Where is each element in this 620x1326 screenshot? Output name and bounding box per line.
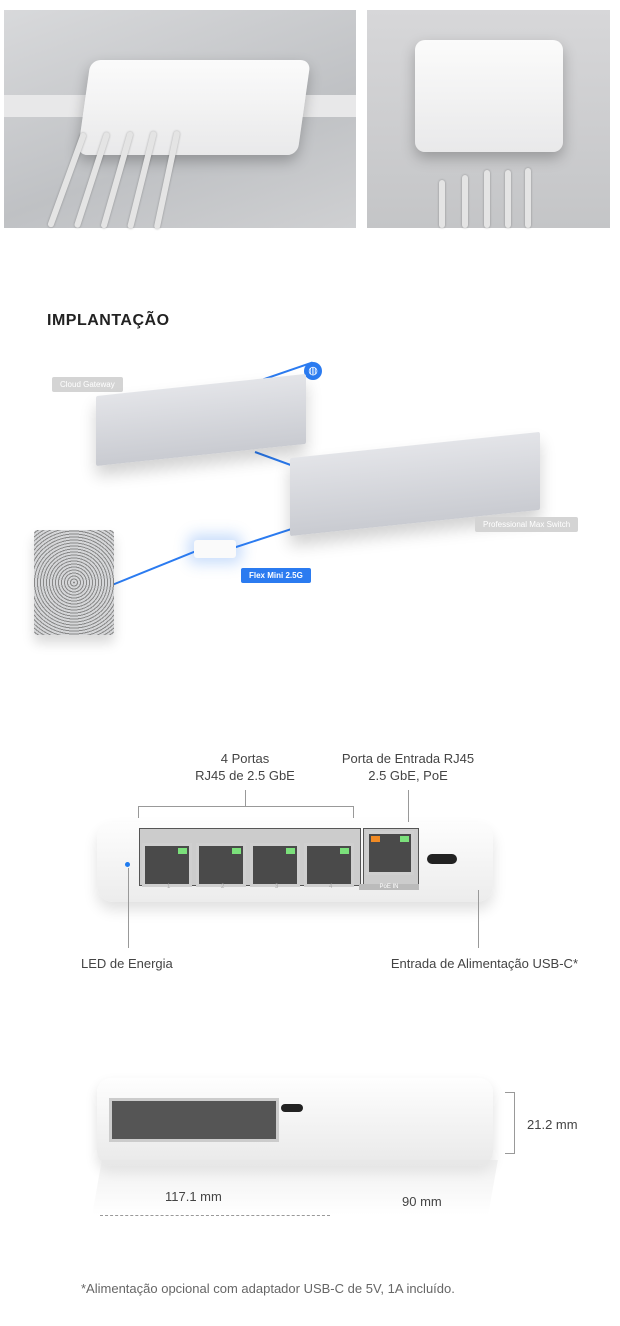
footnote: *Alimentação opcional com adaptador USB-… xyxy=(81,1281,455,1296)
poe-in-label: PoE IN xyxy=(359,884,419,890)
device-front: 1 2 3 4 PoE IN xyxy=(97,822,493,902)
cloud-gateway-device xyxy=(96,373,306,467)
uplink-label-line2: 2.5 GbE, PoE xyxy=(368,768,448,783)
led-label: LED de Energia xyxy=(81,956,173,971)
port-number: 1 xyxy=(167,884,171,890)
section-title: IMPLANTAÇÃO xyxy=(47,312,170,329)
globe-icon: ◍ xyxy=(304,362,322,380)
pro-max-switch-label: Professional Max Switch xyxy=(475,517,579,532)
ports-label-line2: RJ45 de 2.5 GbE xyxy=(195,768,295,783)
connection-line xyxy=(111,546,206,586)
port-number: 4 xyxy=(329,884,333,890)
usb-c-label: Entrada de Alimentação USB-C* xyxy=(390,956,578,971)
depth-dimension: 90 mm xyxy=(402,1194,442,1209)
flex-mini-label: Flex Mini 2.5G xyxy=(241,568,311,583)
usb-c-port xyxy=(427,854,457,864)
ports-label-line1: 4 Portas xyxy=(220,751,270,766)
width-dimension: 117.1 mm xyxy=(165,1189,222,1204)
cloud-gateway-label: Cloud Gateway xyxy=(52,377,123,392)
device-angled xyxy=(97,1078,493,1166)
flex-mini-device xyxy=(194,540,236,558)
workstation-device xyxy=(34,530,114,635)
product-photo-installed xyxy=(4,10,356,230)
uplink-label-line1: Porta de Entrada RJ45 xyxy=(341,751,475,766)
port-number: 3 xyxy=(275,884,279,890)
height-dimension: 21.2 mm xyxy=(527,1117,578,1132)
product-photo-wall xyxy=(367,10,610,228)
power-led xyxy=(125,862,130,867)
port-number: 2 xyxy=(221,884,225,890)
deployment-diagram: ◍ Cloud Gateway Professional Max Switch … xyxy=(0,355,620,655)
